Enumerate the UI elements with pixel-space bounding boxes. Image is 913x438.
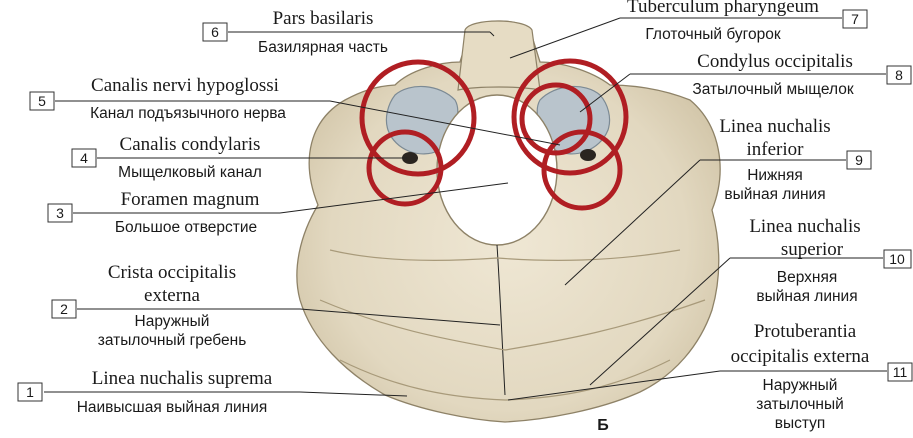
russian-term-6: Базилярная часть	[258, 39, 388, 56]
latin-term-10-line-2: superior	[781, 239, 844, 260]
russian-term-10-line-2: выйная линия	[756, 288, 857, 305]
label-10-linea-nuchalis-superior: 10 Linea nuchalis superior Верхняя выйна…	[749, 216, 911, 305]
russian-term-5: Канал подъязычного нерва	[90, 105, 286, 122]
label-11-protuberantia-occipitalis-externa: 11 Protuberantia occipitalis externa Нар…	[731, 321, 912, 432]
latin-term-8: Condylus occipitalis	[697, 51, 853, 72]
latin-term-6: Pars basilaris	[273, 8, 374, 29]
number-9: 9	[855, 152, 863, 168]
russian-term-3: Большое отверстие	[115, 219, 257, 236]
russian-term-8: Затылочный мыщелок	[692, 81, 853, 98]
number-11: 11	[893, 364, 908, 380]
latin-term-11-line-2: occipitalis externa	[731, 346, 870, 367]
label-5-canalis-nervi-hypoglossi: 5 Canalis nervi hypoglossi Канал подъязы…	[30, 75, 286, 122]
russian-term-10-line-1: Верхняя	[777, 269, 838, 286]
number-10: 10	[889, 251, 905, 267]
latin-term-2-line-1: Crista occipitalis	[108, 262, 236, 283]
russian-term-9-line-1: Нижняя	[747, 167, 803, 184]
russian-term-7: Глоточный бугорок	[645, 26, 780, 43]
latin-term-5: Canalis nervi hypoglossi	[91, 75, 279, 96]
label-2-crista-occipitalis-externa: 2 Crista occipitalis externa Наружный за…	[52, 262, 246, 349]
latin-term-7: Tuberculum pharyngeum	[627, 0, 819, 17]
occipital-bone-illustration	[297, 21, 720, 422]
russian-term-11-line-1: Наружный	[763, 377, 838, 394]
number-3: 3	[56, 205, 64, 221]
latin-term-9-line-2: inferior	[747, 139, 805, 160]
number-5: 5	[38, 93, 46, 109]
number-4: 4	[80, 150, 88, 166]
russian-term-1: Наивысшая выйная линия	[77, 399, 268, 416]
latin-term-11-line-1: Protuberantia	[754, 321, 857, 342]
russian-term-11-line-2: затылочный	[756, 396, 844, 413]
number-7: 7	[851, 11, 859, 27]
russian-term-4: Мыщелковый канал	[118, 164, 262, 181]
number-6: 6	[211, 24, 219, 40]
foramen-magnum	[437, 95, 557, 245]
number-1: 1	[26, 384, 34, 400]
russian-term-9-line-2: выйная линия	[724, 186, 825, 203]
latin-term-10-line-1: Linea nuchalis	[749, 216, 860, 237]
latin-term-3: Foramen magnum	[121, 189, 260, 210]
label-7-tuberculum-pharyngeum: 7 Tuberculum pharyngeum Глоточный бугоро…	[627, 0, 867, 43]
latin-term-9-line-1: Linea nuchalis	[719, 116, 830, 137]
latin-term-1: Linea nuchalis suprema	[92, 368, 273, 389]
right-condylar-canal	[580, 149, 596, 161]
number-8: 8	[895, 67, 903, 83]
russian-term-2-line-2: затылочный гребень	[98, 332, 247, 349]
russian-term-11-line-3: выступ	[775, 415, 826, 432]
figure-letter: Б	[597, 417, 609, 434]
number-2: 2	[60, 301, 68, 317]
latin-term-2-line-2: externa	[144, 285, 200, 306]
russian-term-2-line-1: Наружный	[135, 313, 210, 330]
latin-term-4: Canalis condylaris	[120, 134, 261, 155]
